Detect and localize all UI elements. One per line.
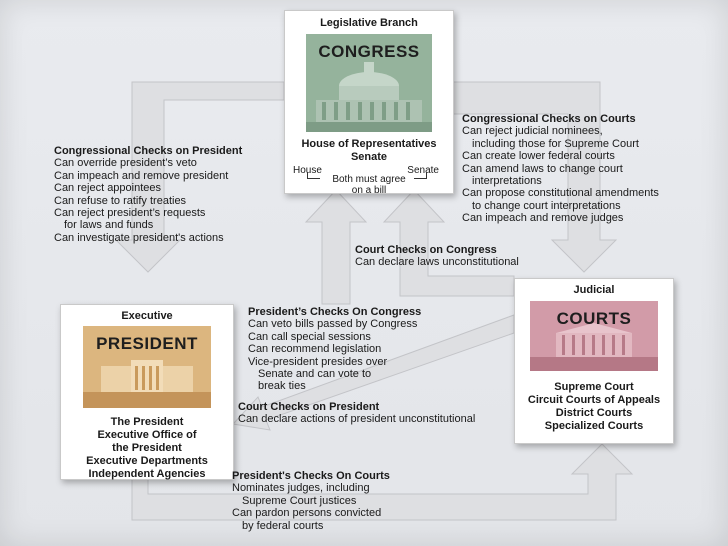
house-chamber-label: House	[293, 165, 322, 176]
executive-header: Executive	[121, 310, 173, 322]
check-item: Can impeach and remove judges	[462, 212, 624, 225]
check-item: break ties	[258, 380, 306, 393]
check-item: Senate and can vote to	[258, 368, 372, 381]
check-item: interpretations	[472, 175, 542, 188]
right-bracket	[414, 172, 427, 179]
check-item: Can call special sessions	[248, 330, 371, 343]
executive-line: Executive Office of	[97, 429, 197, 441]
check-item: for laws and funds	[64, 219, 154, 232]
legislative-branch-box: Legislative Branch CONGRESS House of Rep…	[284, 10, 454, 196]
check-item: Can create lower federal courts	[462, 150, 615, 163]
check-item: Can declare laws unconstitutional	[355, 256, 519, 269]
courts-panel: COURTS	[530, 301, 658, 371]
check-item: Can propose constitutional amendments	[462, 187, 659, 200]
executive-line: Executive Departments	[86, 455, 208, 467]
executive-branch-box: Executive PRESIDENT The President Execut…	[60, 304, 234, 480]
check-item: Can refuse to ratify treaties	[54, 194, 187, 207]
check-item: Can recommend legislation	[248, 343, 382, 356]
agree-line-2: on a bill	[351, 185, 387, 196]
check-item: Vice-president presides over	[248, 355, 388, 368]
senate-label: Senate	[350, 151, 388, 163]
check-item: Can investigate president's actions	[54, 231, 224, 244]
check-item: Nominates judges, including	[232, 482, 370, 495]
agree-line-1: Both must agree	[332, 174, 406, 185]
check-item: Can amend laws to change court	[462, 162, 623, 175]
check-item: by federal courts	[242, 519, 324, 532]
judicial-line: Circuit Courts of Appeals	[527, 394, 661, 406]
congress-label: CONGRESS	[318, 42, 420, 61]
judicial-line: District Courts	[555, 407, 633, 419]
legislative-header: Legislative Branch	[320, 17, 418, 29]
arrow-courts-to-congress	[382, 189, 515, 297]
checks-title: Congressional Checks on Courts	[462, 113, 636, 125]
check-item: Can pardon persons convicted	[232, 507, 382, 520]
check-item: to change court interpretations	[472, 199, 621, 212]
executive-line: The President	[110, 416, 184, 428]
executive-line: the President	[112, 442, 182, 454]
judicial-branch-box: Judicial COURTS Supreme Court Circuit Co…	[514, 278, 674, 444]
check-item: Supreme Court justices	[242, 494, 357, 507]
president-checks-on-congress: President’s Checks On Congress Can veto …	[248, 306, 421, 393]
arrow-congress-to-courts	[451, 81, 618, 273]
congress-panel: CONGRESS	[306, 34, 432, 132]
checks-title: Court Checks on President	[238, 401, 380, 413]
congress-checks-on-president: Congressional Checks on President Can ov…	[54, 145, 242, 244]
president-label: PRESIDENT	[96, 334, 198, 353]
judicial-line: Supreme Court	[554, 381, 634, 393]
court-checks-on-congress: Court Checks on Congress Can declare law…	[355, 244, 519, 269]
checks-title: Court Checks on Congress	[355, 244, 497, 256]
supreme-court-image	[530, 301, 658, 371]
check-item: Can veto bills passed by Congress	[248, 318, 418, 331]
check-item: Can reject judicial nominees,	[462, 125, 603, 138]
white-house-image	[83, 326, 211, 408]
house-of-representatives-label: House of Representatives	[301, 138, 437, 150]
president-checks-on-courts: President's Checks On Courts Nominates j…	[232, 470, 390, 532]
executive-line: Independent Agencies	[88, 468, 206, 480]
checks-title: Congressional Checks on President	[54, 145, 243, 157]
arrow-congress-to-president	[114, 81, 285, 273]
judicial-header: Judicial	[573, 284, 615, 296]
senate-chamber-label: Senate	[407, 165, 439, 176]
capitol-image	[306, 34, 432, 132]
check-item: Can impeach and remove president	[54, 169, 229, 182]
arrow-president-to-congress	[304, 189, 368, 305]
checks-title: President’s Checks On Congress	[248, 306, 422, 318]
arrow-president-to-courts	[131, 443, 634, 521]
president-panel: PRESIDENT	[83, 326, 211, 408]
check-item: Can declare actions of president unconst…	[238, 413, 476, 426]
left-bracket	[307, 172, 320, 179]
court-checks-on-president: Court Checks on President Can declare ac…	[238, 401, 475, 426]
check-item: Can reject president’s requests	[54, 207, 206, 220]
arrow-courts-to-president	[231, 314, 515, 431]
congress-checks-on-courts: Congressional Checks on Courts Can rejec…	[462, 113, 659, 225]
checks-title: President's Checks On Courts	[232, 470, 390, 482]
check-item: Can reject appointees	[54, 182, 162, 195]
courts-label: COURTS	[556, 309, 632, 328]
check-item: including those for Supreme Court	[472, 137, 639, 150]
check-item: Can override president’s veto	[54, 157, 197, 170]
judicial-line: Specialized Courts	[544, 420, 644, 432]
